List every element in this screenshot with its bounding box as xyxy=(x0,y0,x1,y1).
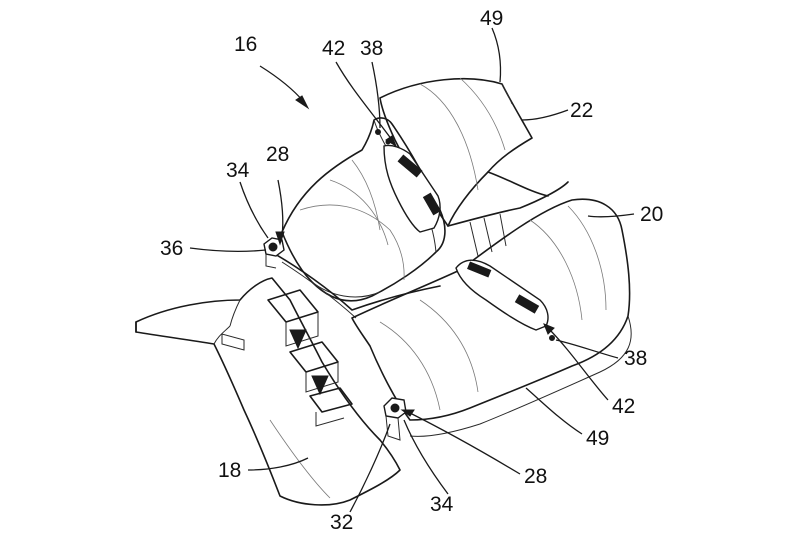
ref-label-20: 20 xyxy=(640,203,664,226)
ribs xyxy=(267,289,353,427)
ref-label-42-top: 42 xyxy=(322,37,346,60)
pivot-lower xyxy=(383,397,407,441)
ref-label-18: 18 xyxy=(218,459,242,482)
ref-label-16: 16 xyxy=(234,33,258,56)
frame-rails xyxy=(267,171,569,319)
ref-label-34-top: 34 xyxy=(226,159,250,182)
ref-label-28-top: 28 xyxy=(266,143,290,166)
ref-label-49-bottom: 49 xyxy=(586,427,610,450)
ref-label-36: 36 xyxy=(160,237,184,260)
ref-label-34-bottom: 34 xyxy=(430,493,454,516)
ref-label-22: 22 xyxy=(570,99,594,122)
mechanism-42-bottom xyxy=(455,259,555,341)
mechanism-42-top xyxy=(375,129,442,233)
ref-label-32: 32 xyxy=(330,511,354,534)
ref-label-38-top: 38 xyxy=(360,37,384,60)
leader-lines xyxy=(189,27,635,513)
ref-label-42-bottom: 42 xyxy=(612,395,636,418)
ref-label-28-bottom: 28 xyxy=(524,465,548,488)
ref-label-49-top: 49 xyxy=(480,7,504,30)
ref-label-38-bottom: 38 xyxy=(624,347,648,370)
base-18 xyxy=(135,277,401,506)
